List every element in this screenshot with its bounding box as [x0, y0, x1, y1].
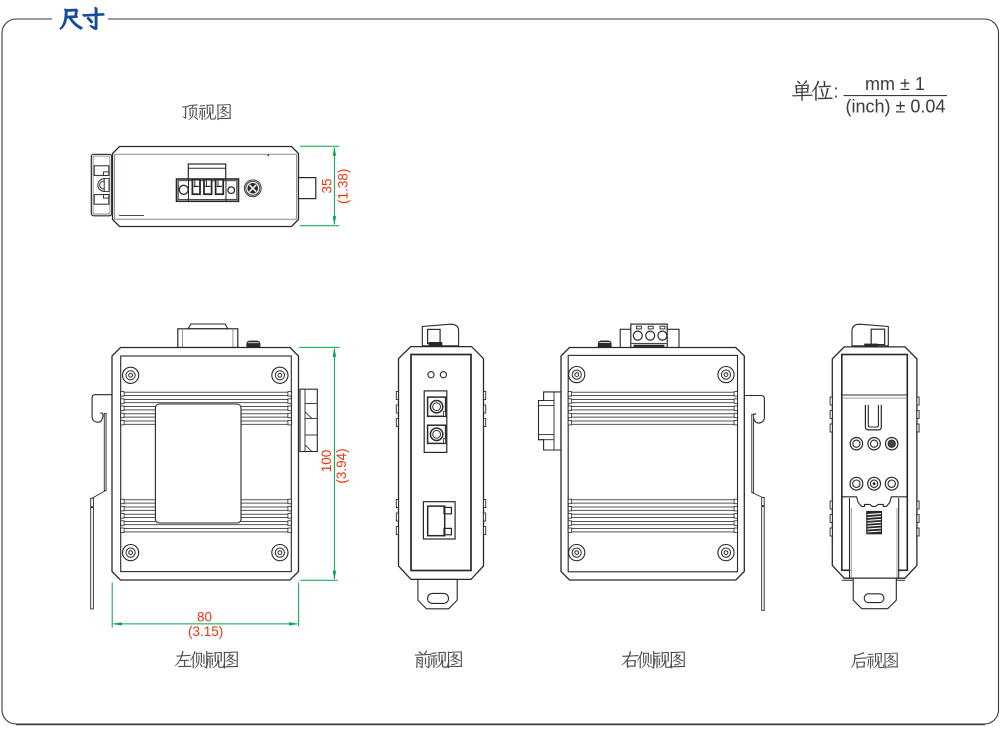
svg-text::: : — [834, 81, 839, 101]
svg-text:35: 35 — [320, 178, 335, 193]
svg-text:(3.15): (3.15) — [188, 624, 223, 639]
svg-text:mm ± 1: mm ± 1 — [865, 74, 925, 94]
svg-text:(1.38): (1.38) — [336, 169, 351, 204]
svg-text:100: 100 — [319, 450, 334, 473]
svg-text:(3.94): (3.94) — [334, 448, 349, 483]
svg-text:(inch) ± 0.04: (inch) ± 0.04 — [846, 96, 946, 116]
svg-text:80: 80 — [197, 609, 212, 624]
